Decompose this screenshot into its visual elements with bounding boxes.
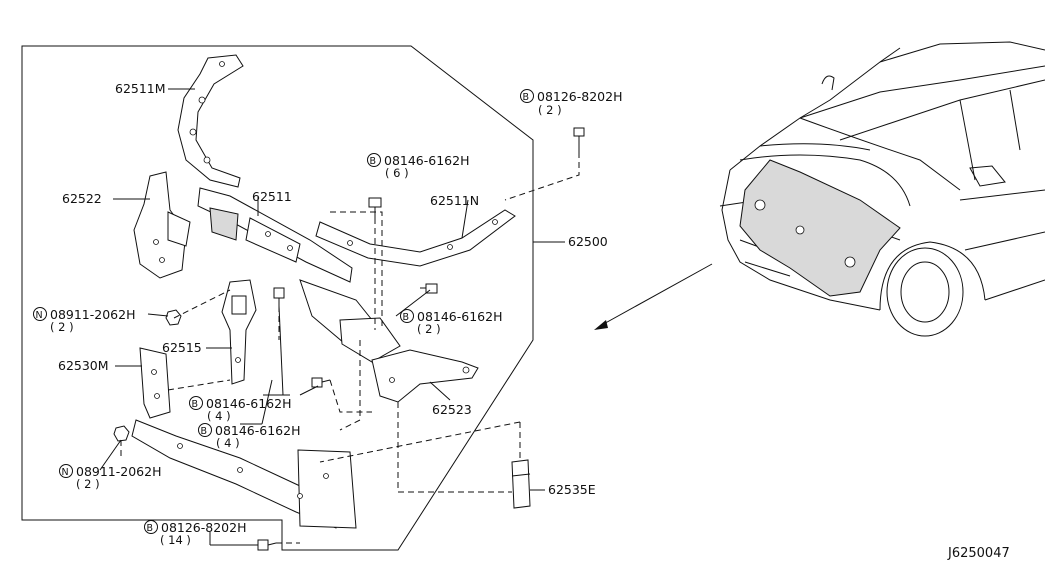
b-symbol: B (201, 426, 208, 437)
label-b3-qty: ( 2 ) (417, 322, 441, 336)
label-b2-qty: ( 6 ) (385, 166, 409, 180)
label-n2-qty: ( 2 ) (76, 477, 100, 491)
bolt-icon[interactable] (273, 287, 285, 306)
b-symbol: B (370, 156, 377, 167)
label-n1-code: 08911-2062H (50, 307, 136, 322)
n-symbol: N (36, 310, 43, 321)
b-symbol-icon (198, 423, 212, 437)
b-symbol: B (403, 312, 410, 323)
part-62515[interactable] (221, 279, 257, 385)
label-62523: 62523 (432, 402, 472, 417)
nut-icon[interactable] (113, 425, 130, 442)
label-b5-code: 08146-6162H (215, 423, 301, 438)
b-symbol-icon (189, 396, 203, 410)
b-symbol: B (192, 399, 199, 410)
dashed-guides (120, 152, 580, 544)
diagram-id: J6250047 (947, 546, 1010, 561)
b-symbol-icon (520, 89, 534, 103)
label-62515: 62515 (162, 340, 202, 355)
bolt-icon[interactable] (420, 283, 438, 294)
vehicle-illustration (719, 41, 1045, 337)
n-symbol-icon (33, 307, 47, 321)
label-b6-code: 08126-8202H (161, 520, 247, 535)
part-62535e[interactable] (511, 459, 531, 509)
label-b4-qty: ( 4 ) (207, 409, 231, 423)
nut-icon[interactable] (165, 309, 182, 326)
label-b4-code: 08146-6162H (206, 396, 292, 411)
b-symbol-icon (367, 153, 381, 167)
n-symbol: N (62, 467, 69, 478)
label-b1-qty: ( 2 ) (538, 103, 562, 117)
label-62511: 62511 (252, 189, 292, 204)
n-symbol-icon (59, 464, 73, 478)
label-b3-code: 08146-6162H (417, 309, 503, 324)
assembly-boundary (21, 45, 534, 551)
label-62535e: 62535E (548, 482, 596, 497)
label-62511m: 62511M (115, 81, 166, 96)
part-62530m[interactable] (139, 347, 171, 419)
bolt-icon[interactable] (311, 377, 331, 388)
part-lower-member[interactable] (131, 419, 357, 529)
label-62511n: 62511N (430, 193, 479, 208)
label-b5-qty: ( 4 ) (216, 436, 240, 450)
b-symbol: B (147, 523, 154, 534)
part-62511n[interactable] (315, 209, 516, 267)
label-n2-code: 08911-2062H (76, 464, 162, 479)
label-b1-code: 08126-8202H (537, 89, 623, 104)
direction-arrow-icon (594, 263, 713, 330)
b-symbol-icon (400, 309, 414, 323)
label-62522: 62522 (62, 191, 102, 206)
label-n1-qty: ( 2 ) (50, 320, 74, 334)
b-symbol-icon (144, 520, 158, 534)
label-b2-code: 08146-6162H (384, 153, 470, 168)
label-b6-qty: ( 14 ) (160, 533, 191, 547)
part-62511[interactable] (197, 187, 401, 363)
b-symbol: B (523, 92, 530, 103)
part-62523[interactable] (371, 349, 479, 403)
part-62511m[interactable] (177, 54, 244, 188)
bolt-icon[interactable] (573, 127, 585, 152)
label-62530m: 62530M (58, 358, 109, 373)
leader-lines (99, 88, 565, 546)
label-62500: 62500 (568, 234, 608, 249)
part-62522[interactable] (133, 171, 191, 279)
bolt-icon[interactable] (368, 197, 382, 218)
bolt-icon[interactable] (257, 539, 277, 551)
